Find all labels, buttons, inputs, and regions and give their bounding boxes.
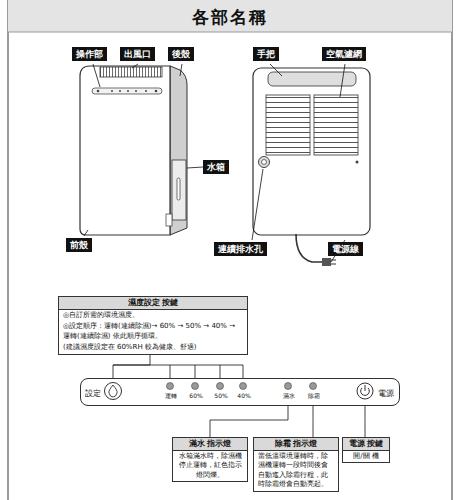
callout-box: 滿水 指示燈水箱滿水時，除濕機停止運轉，紅色指示燈閃爍。 — [172, 437, 248, 482]
panel-label: 40% — [237, 392, 250, 399]
leader-connector — [210, 406, 288, 437]
leader-connector — [313, 406, 314, 437]
part-label: 電源線 — [328, 242, 363, 256]
part-label: 空氣濾網 — [322, 47, 366, 61]
page-title: 各部名稱 — [8, 6, 452, 29]
part-label: 前殼 — [66, 238, 92, 252]
part-name: 空氣濾網 — [326, 48, 362, 60]
part-name: 電源線 — [332, 243, 359, 255]
part-name: 前殼 — [70, 239, 88, 251]
panel-label: 電源 — [378, 388, 394, 399]
part-label: 水箱 — [203, 160, 229, 174]
part-label: 出風口 — [120, 47, 155, 61]
panel-label: 設定 — [85, 388, 101, 399]
box-body: ◎自訂所需的環境濕度。 — [59, 310, 247, 322]
control-panel: 設定 運轉 60% 50% 40% 滿水 除霜 電源 — [80, 378, 400, 406]
part-name: 手把 — [257, 48, 275, 60]
panel-label: 60% — [189, 392, 202, 399]
box-heading: 電源 按鍵 — [343, 438, 389, 451]
callout-box: 電源 按鍵開/關 機 — [342, 437, 390, 463]
box-heading: 除霜 指示燈 — [254, 438, 338, 451]
part-name: 水箱 — [207, 161, 225, 173]
part-name: 出風口 — [124, 48, 151, 60]
callout-box: 濕度設定 按鍵◎自訂所需的環境濕度。◎設定順序：運轉(連續除濕)→ 60% → … — [58, 296, 248, 355]
box-body: 水箱滿水時，除濕機停止運轉，紅色指示燈閃爍。 — [173, 451, 247, 482]
box-body: 當低溫環境運轉時，除濕機運轉一段時間後會自動進入除霜行程，此時除霜燈會自動亮起。 — [254, 451, 338, 491]
box-body: 開/關 機 — [343, 451, 389, 463]
part-name: 後殼 — [172, 48, 190, 60]
box-heading: 滿水 指示燈 — [173, 438, 247, 451]
box-heading: 濕度設定 按鍵 — [59, 297, 247, 310]
part-name: 連續排水孔 — [218, 243, 263, 255]
leader-connector — [113, 355, 150, 379]
leader-connector — [365, 406, 366, 437]
callout-box: 除霜 指示燈當低溫環境運轉時，除濕機運轉一段時間後會自動進入除霜行程，此時除霜燈… — [253, 437, 339, 492]
panel-label: 滿水 — [283, 392, 295, 401]
panel-label: 除霜 — [308, 392, 320, 401]
part-label: 後殼 — [168, 47, 194, 61]
part-label: 連續排水孔 — [214, 242, 267, 256]
part-label: 手把 — [253, 47, 279, 61]
part-name: 操作部 — [76, 48, 103, 60]
panel-label: 50% — [214, 392, 227, 399]
part-label: 操作部 — [72, 47, 107, 61]
box-body: ◎設定順序：運轉(連續除濕)→ 60% → 50% → 40% → 運轉(連續除… — [59, 321, 247, 342]
panel-label: 運轉 — [165, 392, 177, 401]
box-body: (建議濕度設定在 60%RH 較為健康、舒適) — [59, 342, 247, 354]
